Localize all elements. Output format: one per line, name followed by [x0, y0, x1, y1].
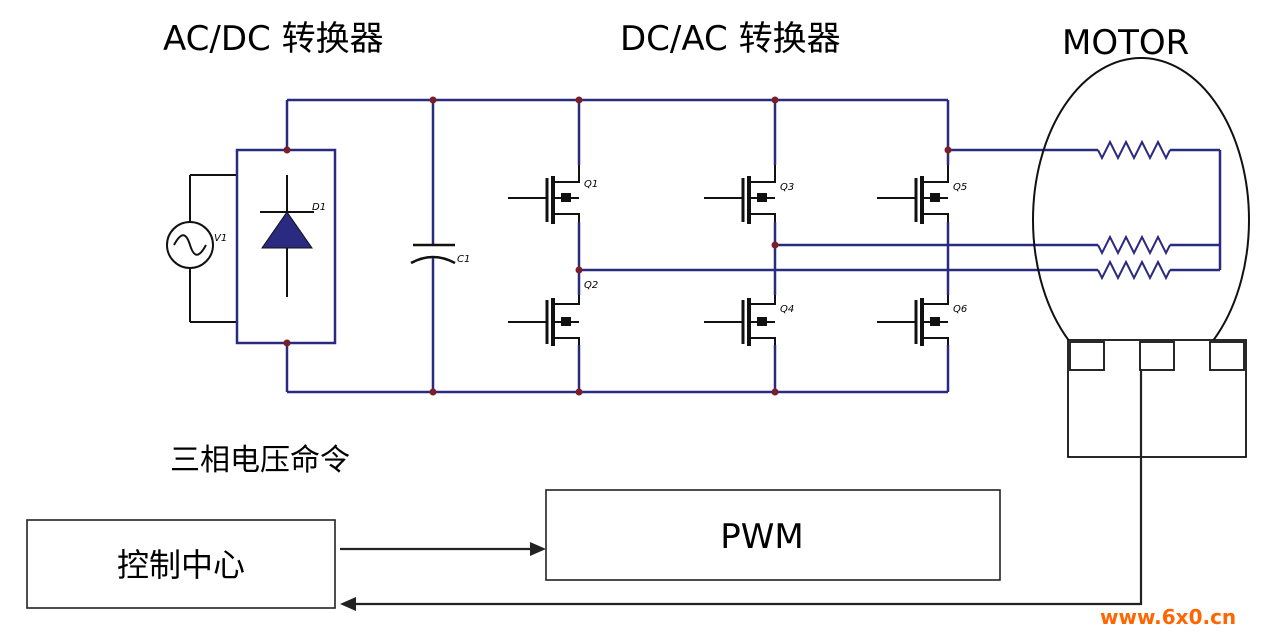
- q4-label: Q4: [780, 304, 794, 315]
- control-to-pwm-arrow: [340, 542, 546, 556]
- source-label: V1: [214, 233, 227, 244]
- transistor-q1: Q1: [508, 165, 598, 224]
- q3-label: Q3: [780, 182, 794, 193]
- q2-label: Q2: [584, 280, 598, 291]
- acdc-title: AC/DC 转换器: [163, 19, 384, 59]
- q6-label: Q6: [953, 304, 967, 315]
- motor: [1032, 57, 1250, 383]
- dcac-title: DC/AC 转换器: [620, 19, 841, 59]
- motor-title: MOTOR: [1062, 23, 1189, 63]
- transistor-q6: Q6: [877, 295, 967, 346]
- transistor-q5: Q5: [877, 165, 967, 224]
- pwm-block: PWM: [545, 489, 1001, 581]
- capacitor-label: C1: [457, 254, 470, 265]
- q1-label: Q1: [584, 179, 598, 190]
- control-center-block: 控制中心: [26, 519, 336, 609]
- encoder-box: [1067, 339, 1247, 458]
- phase-outputs: [579, 148, 1098, 272]
- feedback-line: [340, 370, 1143, 611]
- transistor-q3: Q3: [704, 165, 794, 224]
- capacitor-c1: C1: [410, 100, 470, 392]
- control-center-label: 控制中心: [117, 546, 245, 584]
- transistor-q2: Q2: [508, 280, 598, 346]
- command-label: 三相电压命令: [170, 443, 350, 478]
- junction-dots: [283, 96, 952, 396]
- q5-label: Q5: [953, 182, 967, 193]
- dc-bus: [287, 98, 948, 394]
- pwm-label: PWM: [720, 517, 803, 557]
- transistor-q4: Q4: [704, 295, 794, 346]
- ac-source-v1: V1: [166, 174, 237, 323]
- watermark: www.6x0.cn: [1100, 605, 1236, 629]
- rectifier-d1: D1: [235, 100, 337, 392]
- diode-label: D1: [312, 202, 326, 213]
